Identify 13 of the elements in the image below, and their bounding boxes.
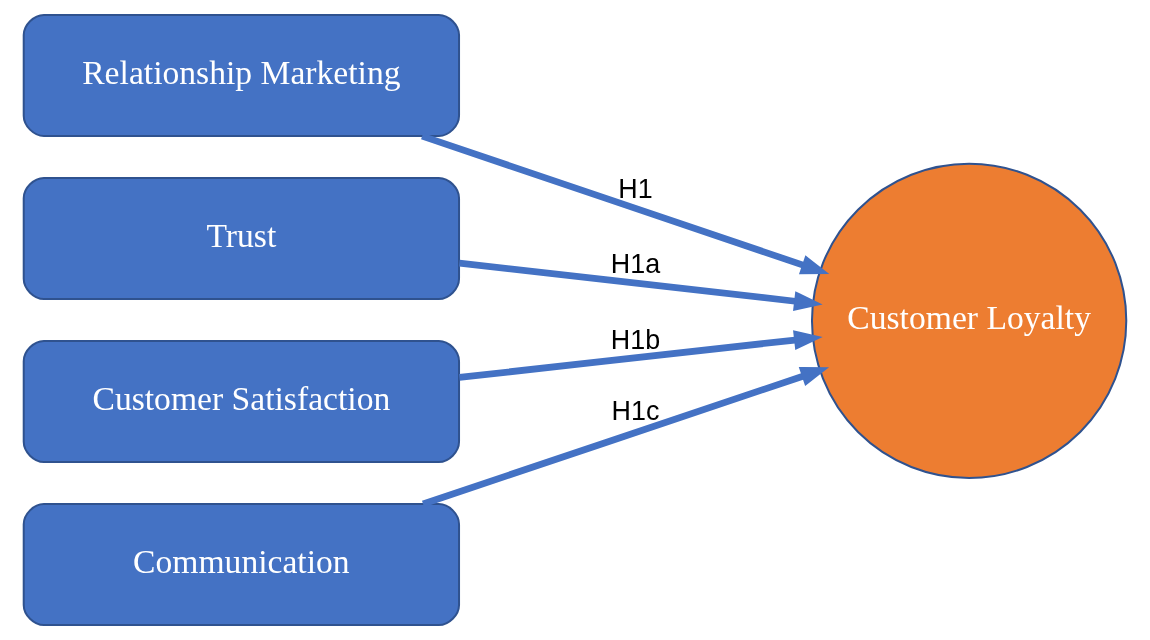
edge-label: H1c (611, 395, 660, 426)
node-box: Customer Satisfaction (22, 340, 461, 464)
node-box: Trust (22, 176, 461, 300)
arrow (421, 132, 830, 275)
arrow (422, 367, 830, 508)
node-box: Relationship Marketing (22, 13, 461, 137)
edge-label: H1a (610, 249, 661, 280)
edge-label: H1b (610, 325, 661, 356)
arrow (459, 259, 823, 312)
node-box: Communication (22, 503, 461, 627)
arrow (459, 330, 823, 381)
edge-label: H1 (618, 173, 653, 204)
node-circle: Customer Loyalty (810, 162, 1128, 479)
